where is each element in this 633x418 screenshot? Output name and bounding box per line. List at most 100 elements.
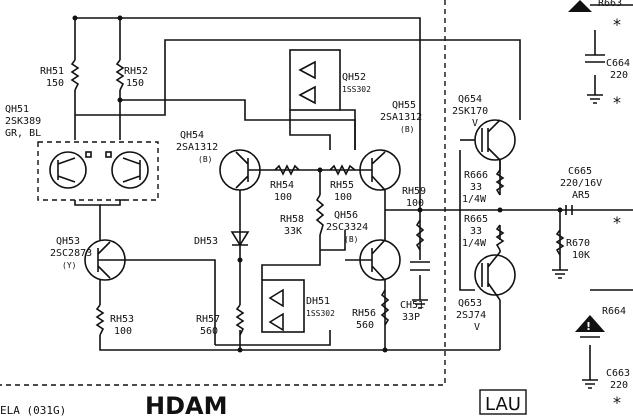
qh53-ref: QH53 xyxy=(56,236,80,247)
qh51-part: 2SK389 xyxy=(5,116,41,127)
r665-value: 33 xyxy=(470,226,482,237)
rh56-value: 560 xyxy=(356,320,374,331)
qh56-ref: QH56 xyxy=(334,210,358,221)
r663-label: R663 xyxy=(598,0,622,9)
qh53-part: 2SC2873 xyxy=(50,248,92,259)
transistor-qh56 xyxy=(345,239,401,281)
junctions xyxy=(72,15,563,353)
qh54-grade: (B) xyxy=(198,155,212,164)
resistor-rh51 xyxy=(70,59,80,91)
qh56-grade: (B) xyxy=(344,235,358,244)
warning-icon xyxy=(575,315,605,332)
resistor-rh54 xyxy=(274,164,300,176)
diode-dh53 xyxy=(230,231,250,247)
transistor-qh55 xyxy=(355,149,401,191)
svg-text:!: ! xyxy=(586,320,591,333)
rh57-value: 560 xyxy=(200,326,218,337)
qh51-ref: QH51 xyxy=(5,104,29,115)
r666-value: 33 xyxy=(470,182,482,193)
qh54-ref: QH54 xyxy=(180,130,204,141)
module-boundary xyxy=(0,0,446,386)
c663-ref: C663 xyxy=(606,368,630,379)
footer-code: ELA (031G) xyxy=(0,404,66,417)
diodes xyxy=(230,49,341,333)
c665-note: AR5 xyxy=(572,190,590,201)
capacitor-ch51 xyxy=(410,261,430,271)
rh51-value: 150 xyxy=(46,78,64,89)
rh59-ref: RH59 xyxy=(402,186,426,197)
diode-pack-dh51 xyxy=(261,279,305,333)
rh55-value: 100 xyxy=(334,192,352,203)
ch51-ref: CH51 xyxy=(400,300,424,311)
q654-grade: V xyxy=(472,118,478,129)
transistor-qh54 xyxy=(219,149,262,191)
star-mark: * xyxy=(613,213,621,232)
grounds xyxy=(412,94,603,389)
star-mark: * xyxy=(613,93,621,112)
qh53-grade: (Y) xyxy=(62,261,76,270)
qh52-ref: QH52 xyxy=(342,72,366,83)
rh58-ref: RH58 xyxy=(280,214,304,225)
dh51-part: 1SS302 xyxy=(306,309,335,318)
wires xyxy=(74,4,633,380)
star-mark: * xyxy=(613,393,621,412)
c664-value: 220 xyxy=(610,70,628,81)
resistor-rh55 xyxy=(329,164,356,176)
rh55-ref: RH55 xyxy=(330,180,354,191)
rh52-value: 150 xyxy=(126,78,144,89)
resistors xyxy=(70,59,565,336)
transistor-qh53 xyxy=(84,239,126,281)
resistor-rh53 xyxy=(95,304,105,336)
jfet-pair-qh51 xyxy=(37,141,159,201)
resistor-rh56 xyxy=(380,289,390,326)
dh51-ref: DH51 xyxy=(306,296,330,307)
resistor-rh58 xyxy=(315,194,325,236)
dh53-ref: DH53 xyxy=(194,236,218,247)
r670-value: 10K xyxy=(572,250,590,261)
r666-power: 1/4W xyxy=(462,194,487,205)
rh54-ref: RH54 xyxy=(270,180,294,191)
rh58-value: 33K xyxy=(284,226,302,237)
qh55-ref: QH55 xyxy=(392,100,416,111)
r665-power: 1/4W xyxy=(462,238,487,249)
rh52-ref: RH52 xyxy=(124,66,148,77)
resistor-rh57 xyxy=(235,304,245,336)
q653-part: 2SJ74 xyxy=(456,310,486,321)
mosfet-q653 xyxy=(474,250,516,301)
rh54-value: 100 xyxy=(274,192,292,203)
r666-ref: R666 xyxy=(464,170,488,181)
c665-ref: C665 xyxy=(568,166,592,177)
capacitor-c665 xyxy=(565,205,573,215)
c663-value: 220 xyxy=(610,380,628,391)
rh51-ref: RH51 xyxy=(40,66,64,77)
ch51-value: 33P xyxy=(402,312,420,323)
resistor-rh52 xyxy=(115,59,125,91)
q653-grade: V xyxy=(474,322,480,333)
resistor-ch-bias xyxy=(415,219,425,251)
r665-ref: R665 xyxy=(464,214,488,225)
resistor-r666 xyxy=(495,169,505,196)
r670-ref: R670 xyxy=(566,238,590,249)
qh56-part: 2SC3324 xyxy=(326,222,368,233)
qh51-grade: GR, BL xyxy=(5,128,41,139)
mosfet-q654 xyxy=(474,119,516,170)
star-mark: * xyxy=(613,15,621,34)
capacitor-c664 xyxy=(585,54,605,63)
c664-ref: C664 xyxy=(606,58,630,69)
rh59-value: 100 xyxy=(406,198,424,209)
rh53-value: 100 xyxy=(114,326,132,337)
diagram-title: HDAM xyxy=(145,392,227,418)
qh54-part: 2SA1312 xyxy=(176,142,218,153)
warning-icon xyxy=(568,0,592,12)
q653-ref: Q653 xyxy=(458,298,482,309)
rh56-ref: RH56 xyxy=(352,308,376,319)
r664-label: R664 xyxy=(602,306,626,317)
warning-icons: ! xyxy=(568,0,605,333)
resistor-r670 xyxy=(555,229,565,256)
q654-part: 2SK170 xyxy=(452,106,488,117)
q654-ref: Q654 xyxy=(458,94,482,105)
rh53-ref: RH53 xyxy=(110,314,134,325)
diode-pack-qh52 xyxy=(289,49,341,111)
